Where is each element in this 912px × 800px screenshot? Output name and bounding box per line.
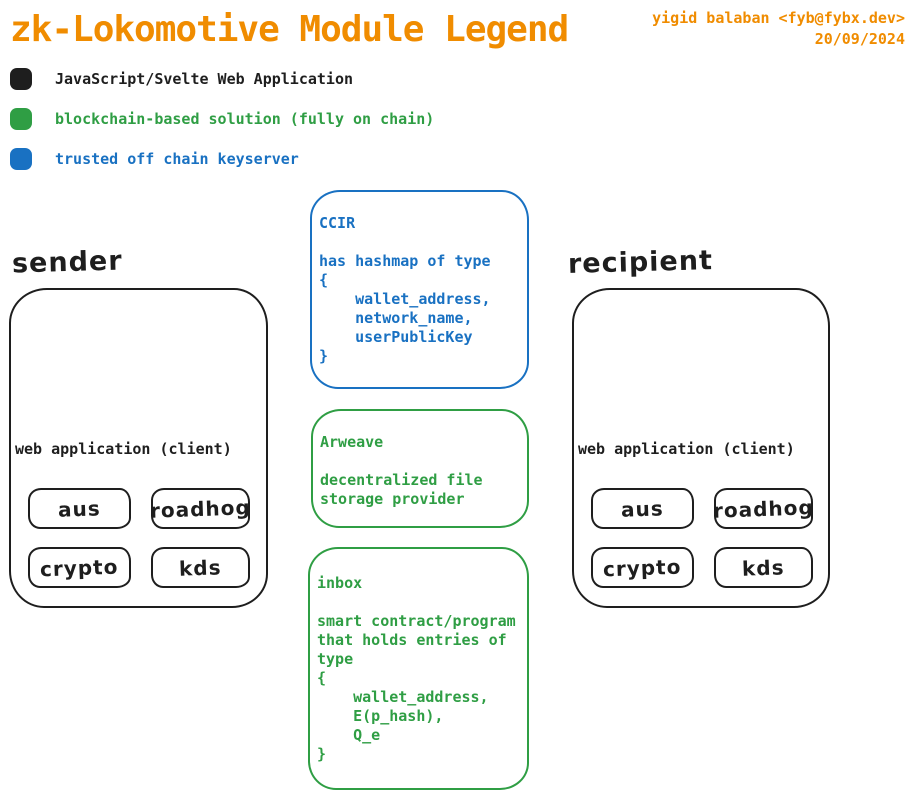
sender-label: sender	[11, 245, 123, 280]
inbox-box: inbox smart contract/program that holds …	[308, 547, 529, 790]
recipient-box: web application (client) aus roadhog cry…	[572, 288, 830, 608]
legend-label: trusted off chain keyserver	[55, 150, 299, 168]
legend-item-web-application: JavaScript/Svelte Web Application	[10, 68, 434, 90]
recipient-label: recipient	[567, 245, 714, 280]
module-label: aus	[57, 495, 102, 522]
module-label: roadhog	[149, 494, 252, 523]
module-label: aus	[620, 495, 665, 522]
module-label: crypto	[602, 554, 683, 581]
recipient-module-grid: aus roadhog crypto kds	[591, 488, 815, 588]
module-box-kds: kds	[714, 547, 813, 588]
sender-box: web application (client) aus roadhog cry…	[9, 288, 268, 608]
green-swatch-icon	[10, 108, 32, 130]
module-box-roadhog: roadhog	[149, 488, 252, 529]
module-box-aus: aus	[591, 488, 694, 529]
module-label: kds	[178, 554, 223, 581]
legend-item-blockchain: blockchain-based solution (fully on chai…	[10, 108, 434, 130]
legend: JavaScript/Svelte Web Application blockc…	[10, 68, 434, 188]
blue-swatch-icon	[10, 148, 32, 170]
module-box-kds: kds	[151, 547, 250, 588]
ccir-box: CCIR has hashmap of type { wallet_addres…	[310, 190, 529, 389]
arweave-title: Arweave	[320, 433, 384, 451]
legend-label: JavaScript/Svelte Web Application	[55, 70, 354, 88]
module-label: kds	[741, 554, 786, 581]
arweave-body: decentralized file storage provider	[320, 471, 483, 508]
module-box-crypto: crypto	[591, 547, 694, 588]
inbox-title: inbox	[317, 574, 363, 592]
module-box-roadhog: roadhog	[712, 488, 815, 529]
author-date: 20/09/2024	[814, 30, 905, 48]
sender-module-grid: aus roadhog crypto kds	[28, 488, 252, 588]
author-name: yigid balaban <fyb@fybx.dev>	[652, 9, 905, 27]
module-label: roadhog	[712, 494, 815, 523]
author-block: yigid balaban <fyb@fybx.dev> 20/09/2024	[652, 8, 905, 50]
module-box-aus: aus	[28, 488, 131, 529]
inbox-body: smart contract/program that holds entrie…	[317, 612, 516, 763]
arweave-box: Arweave decentralized file storage provi…	[311, 409, 529, 528]
legend-item-keyserver: trusted off chain keyserver	[10, 148, 434, 170]
ccir-title: CCIR	[319, 214, 356, 232]
module-label: crypto	[39, 554, 120, 581]
module-box-crypto: crypto	[28, 547, 131, 588]
black-swatch-icon	[10, 68, 32, 90]
page-title: zk-Lokomotive Module Legend	[10, 9, 569, 50]
ccir-body: has hashmap of type { wallet_address, ne…	[319, 252, 491, 365]
recipient-inner-title: web application (client)	[578, 440, 795, 458]
legend-label: blockchain-based solution (fully on chai…	[55, 110, 435, 128]
sender-inner-title: web application (client)	[15, 440, 232, 458]
